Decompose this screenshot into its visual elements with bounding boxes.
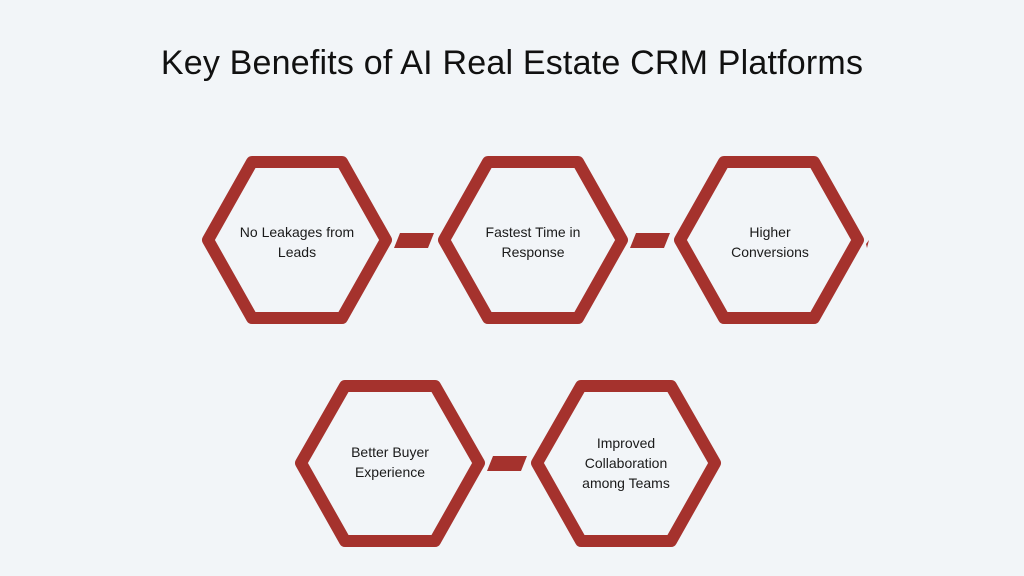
hexagon-2 xyxy=(438,156,628,324)
label-line: Conversions xyxy=(731,244,809,260)
benefit-label-3: Higher Conversions xyxy=(695,222,845,262)
benefit-label-1: No Leakages from Leads xyxy=(222,222,372,262)
benefit-label-5: Improved Collaboration among Teams xyxy=(551,433,701,493)
hexagon-5 xyxy=(531,380,721,547)
label-line: No Leakages from xyxy=(239,224,355,240)
label-line: Improved xyxy=(596,435,656,451)
benefit-label-2: Fastest Time in Response xyxy=(458,222,608,262)
hexagon-4 xyxy=(295,380,485,547)
connector-1-2 xyxy=(394,233,434,248)
benefit-label-4: Better Buyer Experience xyxy=(315,442,465,482)
label-line: Higher xyxy=(749,224,791,240)
hexagon-3 xyxy=(674,156,864,324)
connector-4-5 xyxy=(487,456,527,471)
label-line: among Teams xyxy=(582,475,670,491)
label-line: Better Buyer xyxy=(351,444,429,460)
connector-stub xyxy=(866,240,869,248)
label-line: Response xyxy=(501,244,565,260)
label-line: Fastest Time in xyxy=(485,224,581,240)
label-line: Experience xyxy=(354,464,426,480)
label-line: Collaboration xyxy=(584,455,668,471)
page-title: Key Benefits of AI Real Estate CRM Platf… xyxy=(160,44,864,82)
connector-2-3 xyxy=(630,233,670,248)
hexagon-1 xyxy=(202,156,392,324)
label-line: Leads xyxy=(277,244,317,260)
